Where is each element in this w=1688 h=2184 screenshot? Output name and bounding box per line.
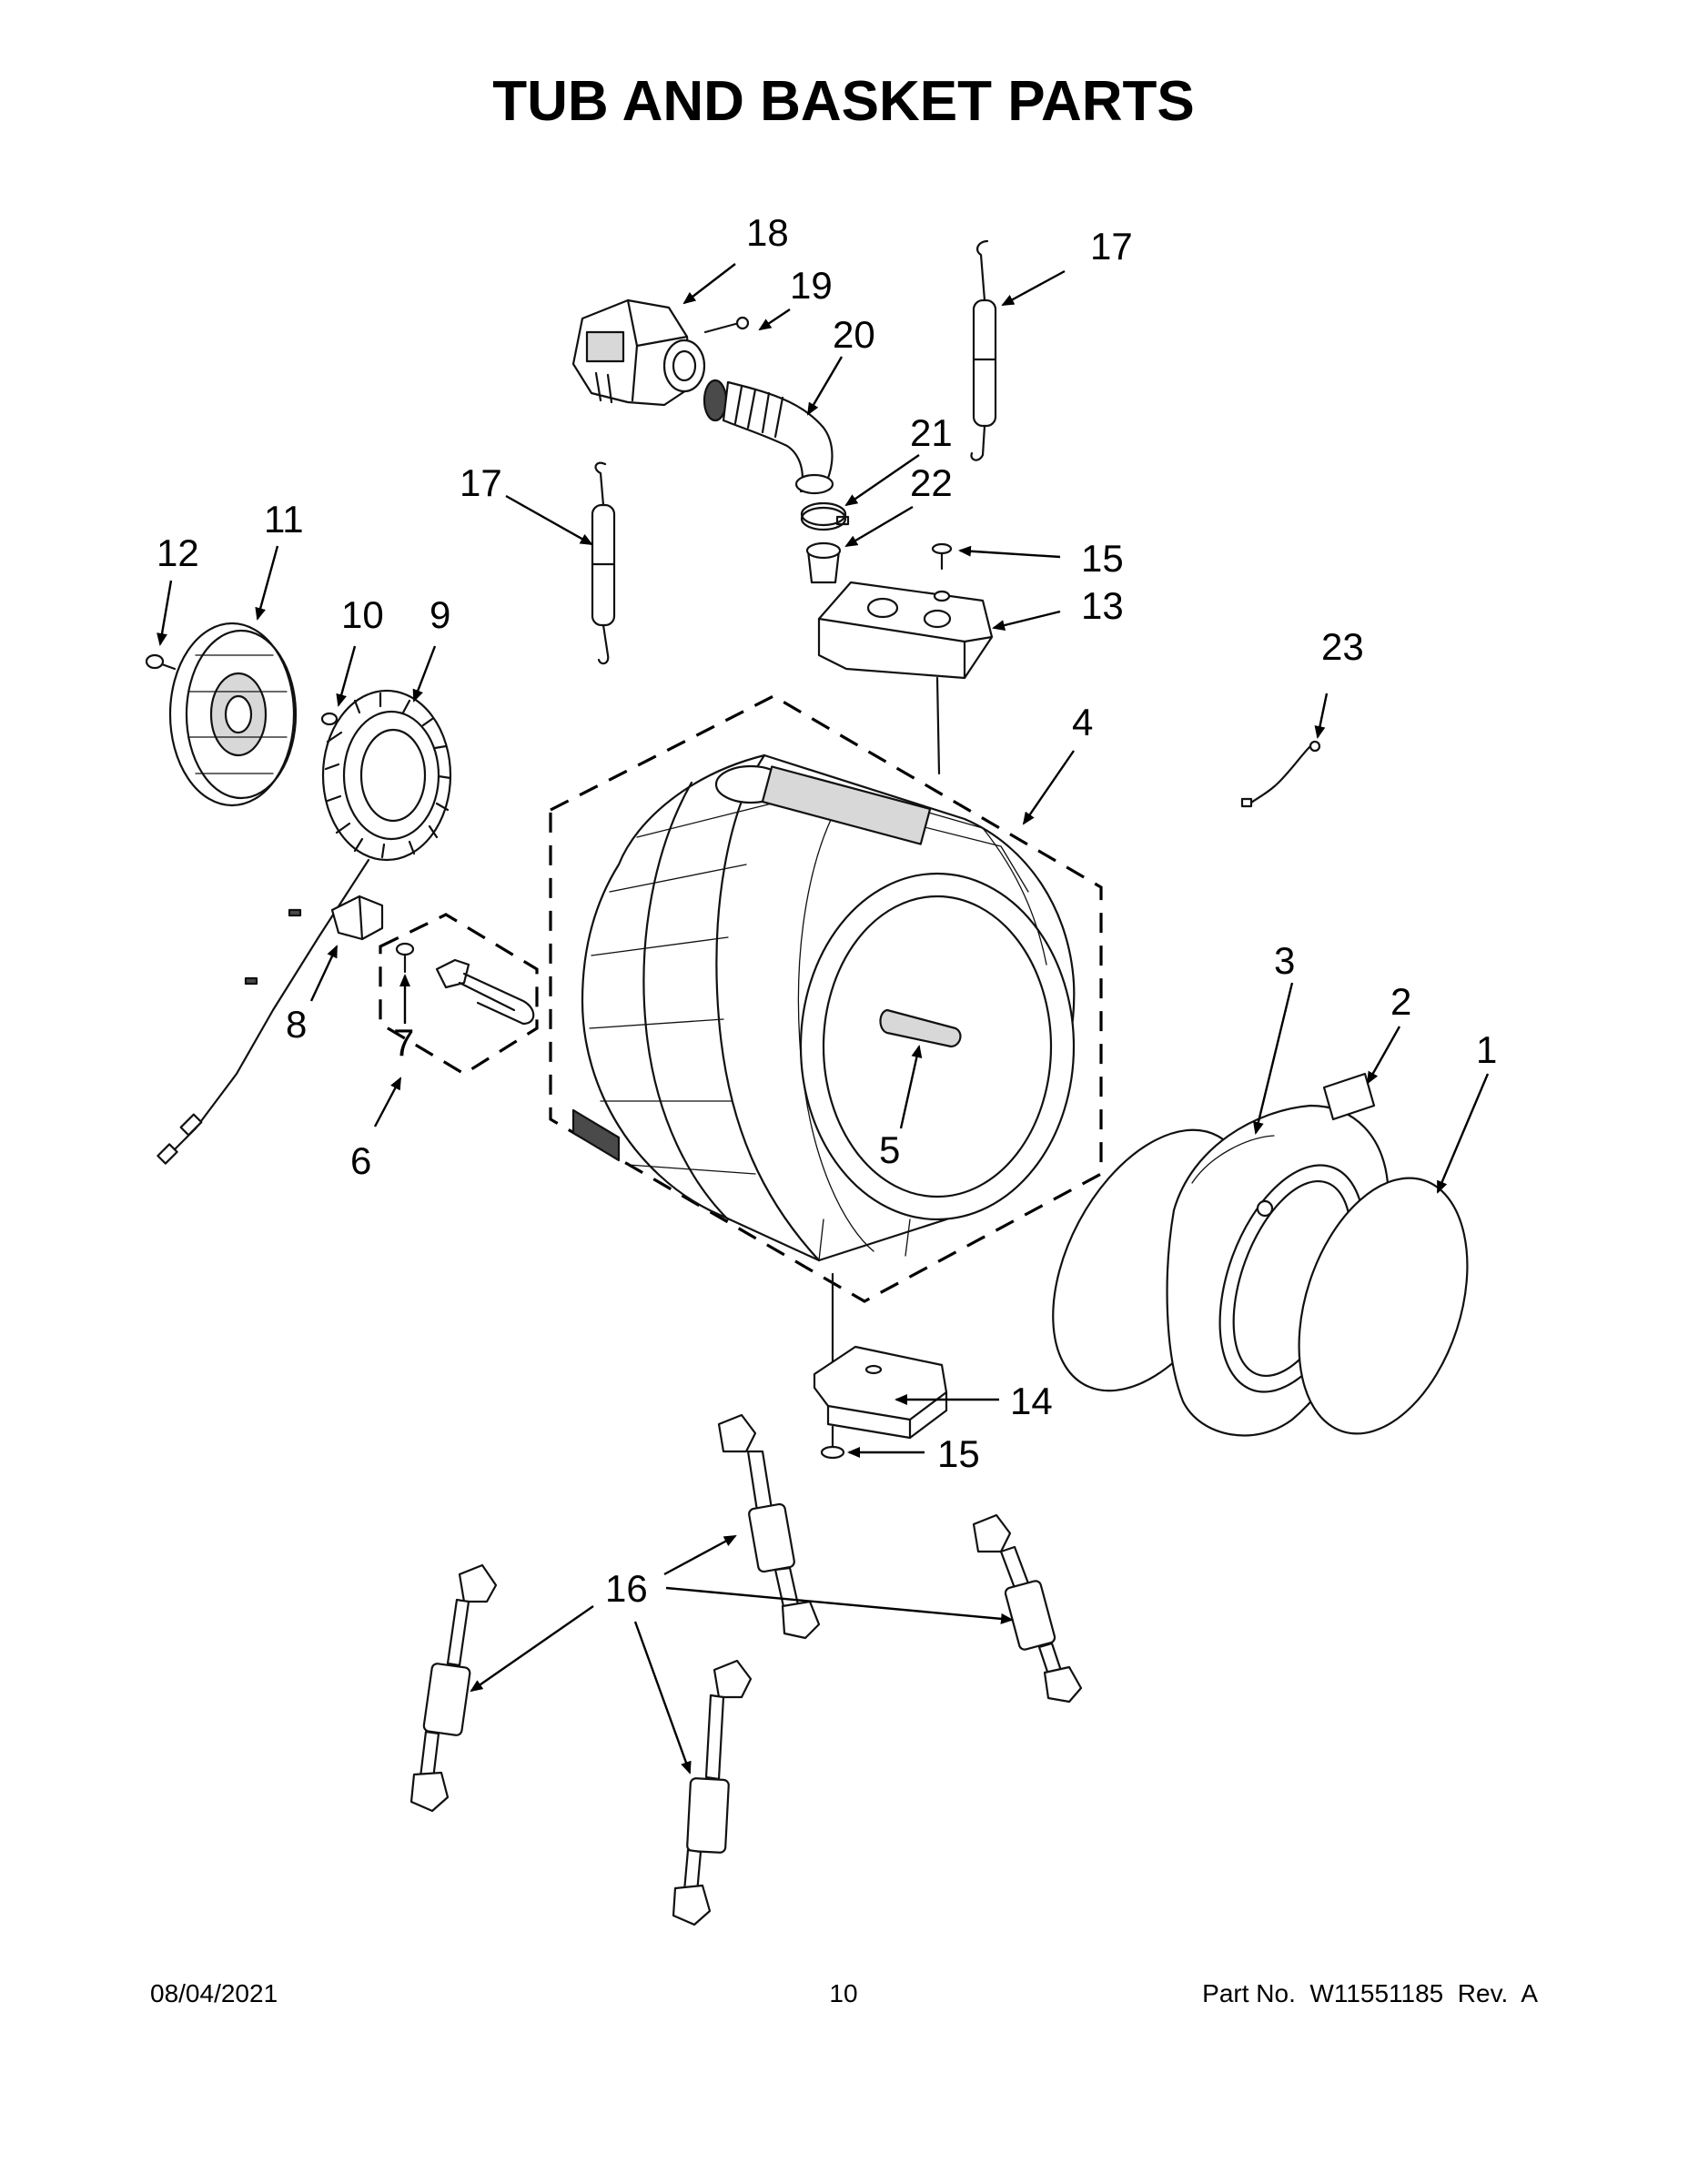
part-14-lower-bracket [813,1345,948,1440]
part-16-shock-left [409,1563,498,1813]
part-21-clamp [800,501,850,531]
callout-16: 16 [605,1567,648,1610]
callout-21: 21 [910,411,953,454]
callout-13: 13 [1081,584,1124,627]
callout-3: 3 [1274,939,1295,982]
callout-10: 10 [341,593,384,636]
leader-lines [157,263,1490,1774]
callout-12: 12 [157,531,199,574]
callout-17-left: 17 [460,461,502,504]
part-16-shock-center-top [717,1413,821,1640]
part-13-weight [817,581,994,775]
callout-labels: 18 19 20 21 22 17 17 15 13 23 4 11 12 10… [157,211,1497,1610]
callout-7: 7 [393,1021,414,1064]
part-7-screw [395,942,415,974]
callout-20: 20 [833,313,875,356]
callout-19: 19 [790,264,833,307]
part-16-shock-right [972,1513,1083,1704]
callout-22: 22 [910,461,953,504]
part-1-gasket [1298,1177,1469,1435]
part-6-kit-outline [379,913,539,1076]
callout-2: 2 [1390,980,1411,1023]
part-20-hose [702,379,834,495]
part-17-suspension-spring-left [591,461,616,665]
part-18-pump-housing [571,298,706,407]
footer-part-number: Part No. W11551185 Rev. A [1202,1979,1538,2007]
part-15-screw-top [931,542,953,571]
part-6-heater [435,958,535,1026]
callout-18: 18 [746,211,789,254]
part-22-filter [805,541,842,584]
part-17-suspension-spring-right [970,239,997,461]
page-title: TUB AND BASKET PARTS [492,70,1195,133]
part-9-stator [157,689,452,1165]
callout-5: 5 [879,1128,900,1171]
part-19-screw [703,316,750,334]
part-12-bolt [145,653,177,671]
callout-9: 9 [430,593,450,636]
part-8-connector [330,895,384,941]
callout-15-bottom: 15 [937,1432,980,1475]
part-16-shock-bottom [672,1659,753,1926]
callout-17-right: 17 [1090,225,1133,268]
callout-1: 1 [1476,1028,1497,1071]
footer-page-number: 10 [829,1979,857,2007]
part-15-screw-bottom [820,1425,845,1460]
callout-23: 23 [1321,625,1364,668]
part-4-tub [571,753,1076,1394]
callout-14: 14 [1010,1380,1053,1422]
part-23-sensor-wire [1240,740,1321,808]
callout-11: 11 [264,498,304,541]
callout-15-top: 15 [1081,537,1124,580]
part-4-tub-outline [549,694,1103,1303]
part-11-rotor [168,622,298,807]
footer-date: 08/04/2021 [150,1979,278,2007]
callout-4: 4 [1072,701,1093,743]
callout-6: 6 [350,1139,371,1182]
callout-8: 8 [286,1003,307,1046]
part-5-baffle [879,1008,962,1048]
